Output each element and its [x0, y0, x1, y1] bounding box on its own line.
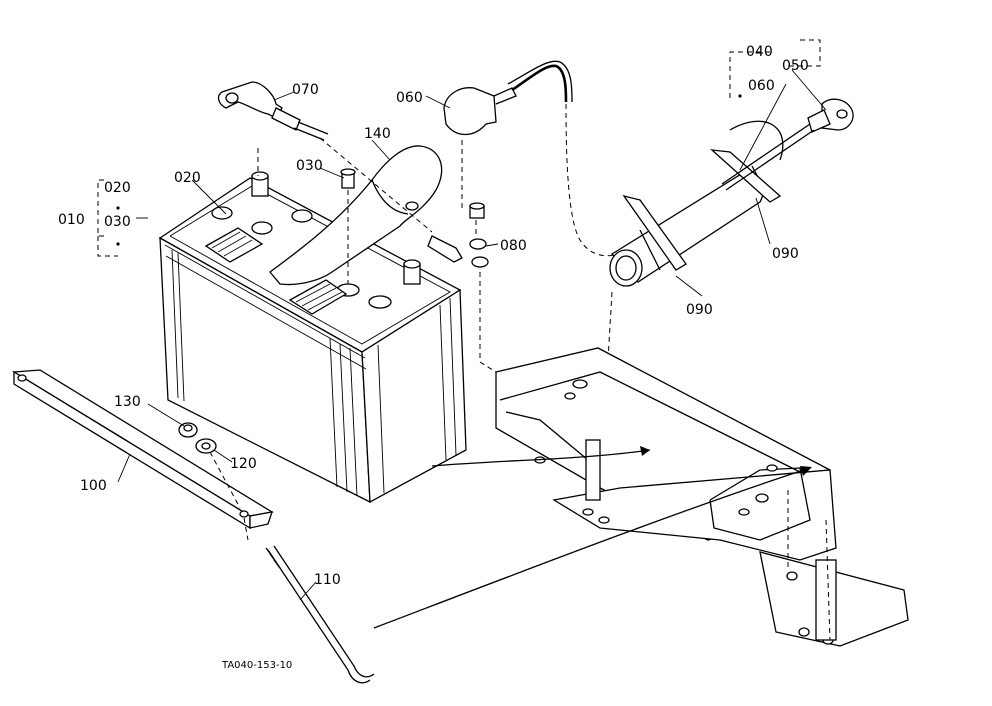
- drawing-id: TA040-153-10: [221, 660, 292, 671]
- label-030-group: 030: [104, 214, 131, 230]
- battery-cable-end: [721, 98, 854, 191]
- terminal-cable: [217, 81, 329, 176]
- j-bolt: [265, 545, 375, 684]
- label-020: 020: [174, 170, 201, 186]
- label-050: 050: [782, 58, 809, 74]
- label-080: 080: [500, 238, 527, 254]
- label-040: 040: [746, 44, 773, 60]
- warning-label: [204, 227, 348, 315]
- label-090-left: 090: [686, 302, 713, 318]
- label-010: 010: [58, 212, 85, 228]
- label-100: 100: [80, 478, 107, 494]
- part-labels: 010 020 030 020 030 070 060 140 080 040 …: [58, 44, 809, 671]
- bolt-and-washer: [427, 202, 489, 268]
- washer: [195, 438, 217, 454]
- label-140: 140: [364, 126, 391, 142]
- mounting-frame: [495, 347, 909, 647]
- nut: [178, 422, 198, 438]
- label-120: 120: [230, 456, 257, 472]
- vent-plug: [340, 168, 356, 284]
- label-030: 030: [296, 158, 323, 174]
- group-bracket-right: [729, 39, 821, 100]
- hold-down-bar: [11, 369, 274, 541]
- label-110: 110: [314, 572, 341, 588]
- label-070: 070: [292, 82, 319, 98]
- label-060-cap: 060: [396, 90, 423, 106]
- group-bracket-left: [97, 179, 118, 257]
- terminal-cover: [443, 60, 573, 212]
- battery: [158, 171, 467, 504]
- label-020-group: 020: [104, 180, 131, 196]
- battery-strap: [269, 145, 443, 286]
- label-060-wire: 060: [748, 78, 775, 94]
- label-130: 130: [114, 394, 141, 410]
- label-090-right: 090: [772, 246, 799, 262]
- cable-tube: [607, 120, 784, 361]
- leader-lines: [117, 69, 827, 601]
- assembly-arrows: [373, 446, 812, 629]
